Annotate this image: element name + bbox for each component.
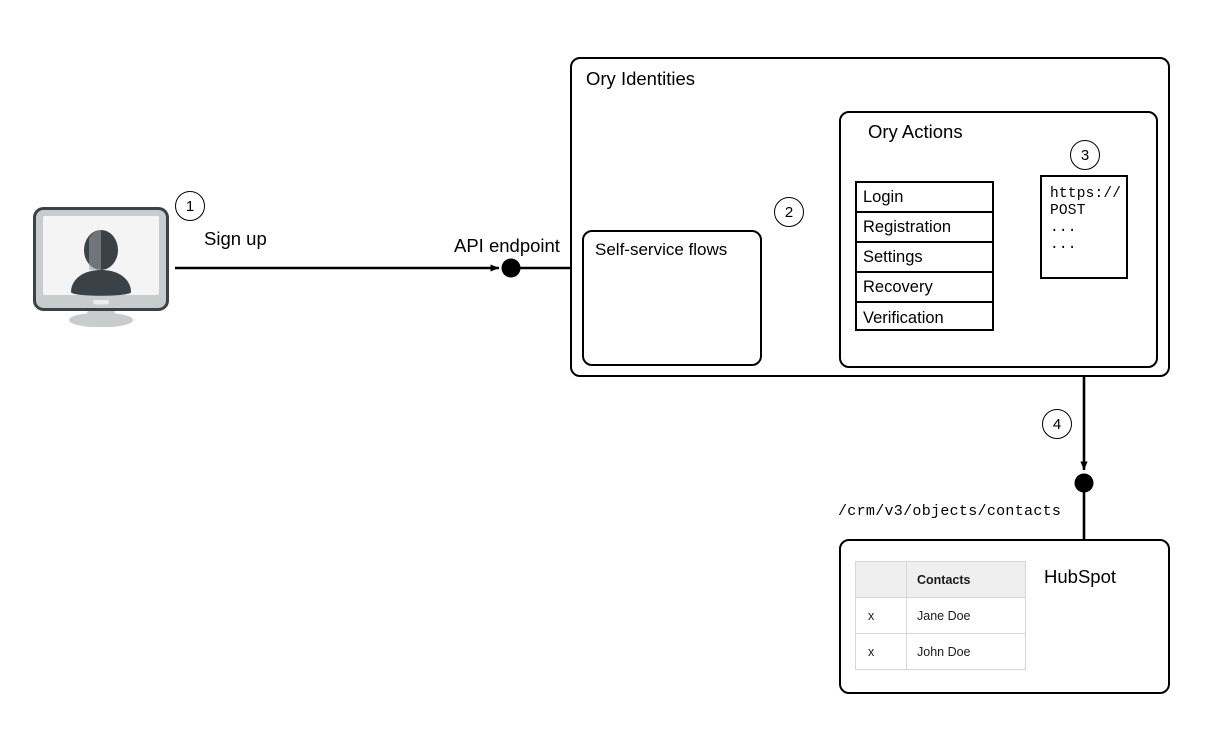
- ory-identities-title: Ory Identities: [586, 68, 695, 89]
- table-cell-select[interactable]: x: [855, 597, 907, 634]
- webhook-code-box: https:// POST ... ...: [1040, 175, 1128, 279]
- ory-actions-flow-list: Login Registration Settings Recovery Ver…: [855, 181, 994, 331]
- flow-item-verification[interactable]: Verification: [857, 303, 992, 333]
- hubspot-endpoint-path: /crm/v3/objects/contacts: [838, 503, 1062, 520]
- table-row[interactable]: x Jane Doe: [855, 597, 1026, 634]
- self-service-flows-title: Self-service flows: [595, 240, 728, 259]
- api-endpoint-label: API endpoint: [454, 235, 560, 256]
- api-endpoint-node: [501, 258, 571, 278]
- monitor-user-icon: [33, 207, 169, 327]
- webhook-line-method: POST: [1050, 203, 1086, 219]
- flow-item-label: Settings: [863, 247, 923, 266]
- hubspot-endpoint-node: [1074, 473, 1094, 541]
- flow-item-label: Login: [863, 187, 904, 206]
- webhook-line-url: https://: [1050, 186, 1122, 202]
- flow-item-registration[interactable]: Registration: [857, 213, 992, 243]
- table-cell-name: Jane Doe: [906, 597, 1026, 634]
- step-number-2: 2: [774, 197, 804, 227]
- table-header-cell-select: [855, 561, 907, 598]
- step-number-1: 1: [175, 191, 205, 221]
- webhook-line-body-1: ...: [1050, 220, 1077, 236]
- ory-actions-title: Ory Actions: [868, 121, 963, 142]
- signup-label: Sign up: [204, 228, 267, 249]
- webhook-line-body-2: ...: [1050, 237, 1077, 253]
- step-number-3: 3: [1070, 140, 1100, 170]
- table-cell-select[interactable]: x: [855, 633, 907, 670]
- hubspot-contacts-table: Contacts x Jane Doe x John Doe: [855, 561, 1026, 670]
- flow-item-label: Registration: [863, 217, 952, 236]
- step-number-4: 4: [1042, 409, 1072, 439]
- flow-item-login[interactable]: Login: [857, 183, 992, 213]
- table-cell-name: John Doe: [906, 633, 1026, 670]
- flow-item-label: Recovery: [863, 277, 933, 296]
- self-service-flows-box: [582, 230, 762, 366]
- flow-item-label: Verification: [863, 308, 944, 327]
- table-row[interactable]: x John Doe: [855, 633, 1026, 670]
- table-header-row: Contacts: [855, 561, 1026, 598]
- flow-item-settings[interactable]: Settings: [857, 243, 992, 273]
- hubspot-title: HubSpot: [1044, 566, 1116, 587]
- table-header-cell-contacts: Contacts: [906, 561, 1026, 598]
- flow-item-recovery[interactable]: Recovery: [857, 273, 992, 303]
